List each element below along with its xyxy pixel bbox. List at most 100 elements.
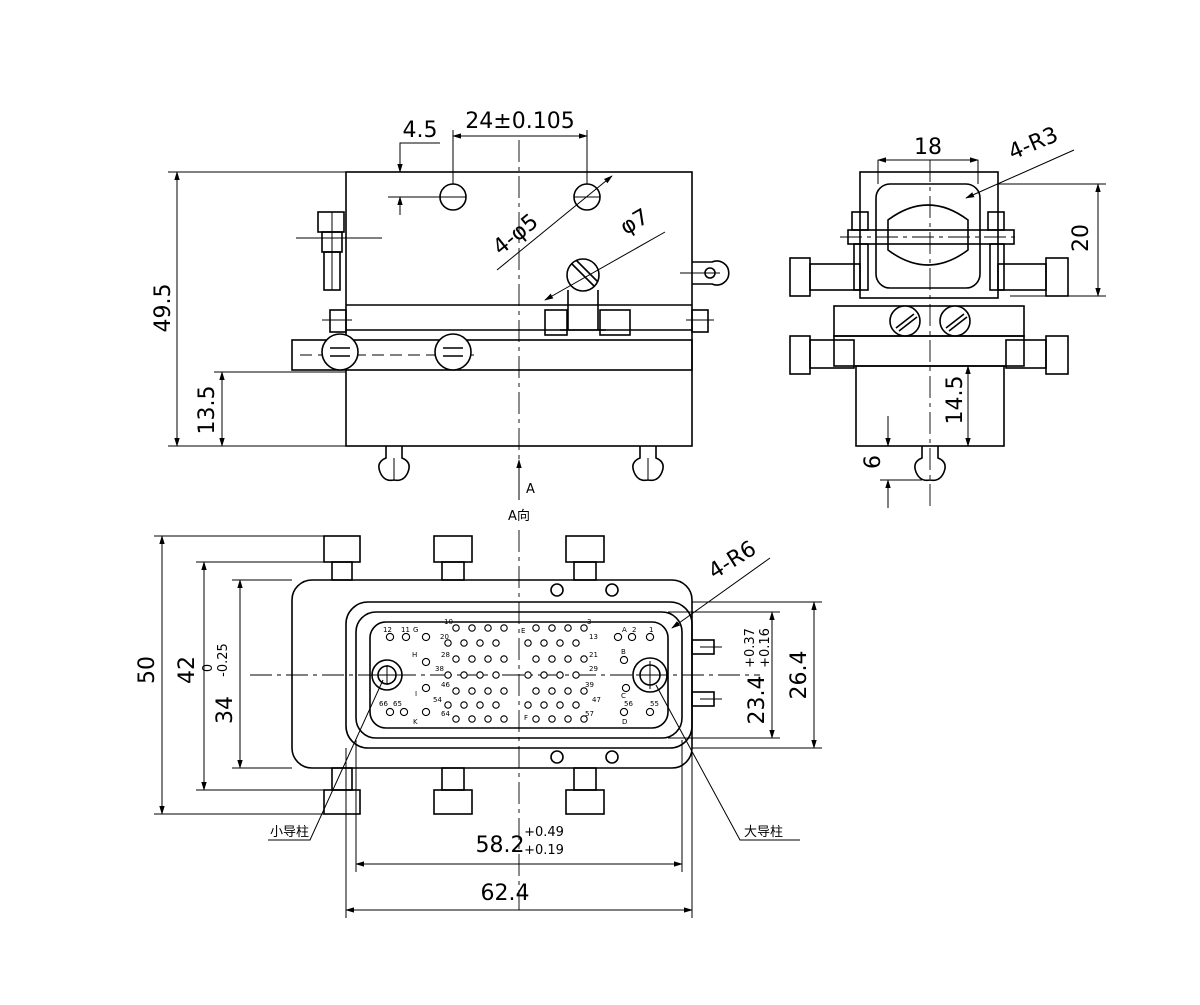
contact-label: 28 [441, 651, 450, 659]
dim-14-5: 14.5 [943, 376, 968, 425]
contact-pin [476, 671, 484, 679]
dim-13-5: 13.5 [195, 386, 220, 435]
contact-pin [548, 687, 556, 695]
contact-pin [524, 671, 532, 679]
contact-pin [421, 657, 431, 667]
contact-pin [564, 715, 572, 723]
contact-pin [476, 639, 484, 647]
contact-label: 3 [587, 618, 591, 626]
contact-label: 2 [632, 626, 636, 634]
contact-label: 57 [585, 710, 594, 718]
contact-pin [460, 639, 468, 647]
contact-pin [619, 707, 629, 717]
contact-pin [460, 671, 468, 679]
dim-20: 20 [1069, 224, 1094, 252]
contact-pin [556, 671, 564, 679]
contact-label: 21 [589, 651, 598, 659]
contact-labels: 12 11 G 10 20 28 H 38 46 I 54 64 66 65 K… [379, 618, 659, 726]
contact-pin [619, 655, 629, 665]
top-posts [323, 535, 605, 581]
contact-pin [621, 683, 631, 693]
contact-pin [500, 687, 508, 695]
contact-pin [532, 715, 540, 723]
bottom-guide-pin-right [632, 446, 664, 482]
contact-label: 65 [393, 700, 402, 708]
contact-pin [452, 624, 460, 632]
contact-pin [572, 671, 580, 679]
contact-pin [484, 655, 492, 663]
view-a-label: A向 [508, 508, 530, 524]
contact-pin [421, 707, 431, 717]
contact-pin [524, 701, 532, 709]
contact-label: 55 [650, 700, 659, 708]
contact-label: 64 [441, 710, 450, 718]
contact-label: 56 [624, 700, 633, 708]
dim-23-4-tol-upper: +0.37 [743, 628, 758, 668]
contact-pin [452, 655, 460, 663]
dim-50: 50 [135, 656, 160, 684]
contact-pin [444, 701, 452, 709]
contact-label: F [524, 714, 528, 722]
dim-42: 42 [175, 656, 200, 684]
dim-62-4: 62.4 [481, 881, 530, 906]
rail-screw-mid [434, 333, 472, 371]
contact-pin [580, 655, 588, 663]
dim-4-5: 4.5 [403, 118, 438, 143]
contact-label: 46 [441, 681, 450, 689]
contact-pin [645, 632, 655, 642]
dim-34: 34 [213, 696, 238, 724]
contact-pin [492, 639, 500, 647]
bottom-view: A向 [135, 508, 822, 918]
contact-pin [580, 624, 588, 632]
left-clamp-screw [296, 211, 382, 291]
contact-label: C [621, 692, 626, 700]
contact-label: 54 [433, 696, 442, 704]
side-guide-pin [914, 446, 946, 482]
contact-pin [532, 624, 540, 632]
contact-pin [524, 639, 532, 647]
contact-pin [484, 687, 492, 695]
dim-6: 6 [861, 455, 886, 469]
contact-pin [572, 701, 580, 709]
contact-pin [444, 639, 452, 647]
contact-pin [385, 707, 395, 717]
contact-label: B [621, 648, 626, 656]
dim-34-tol-lower: -0.25 [216, 643, 231, 677]
dim-58-2-tol-lower: +0.19 [524, 843, 564, 858]
contact-pin [421, 683, 431, 693]
contact-label: 20 [440, 633, 449, 641]
contact-pin [421, 632, 431, 642]
contact-pin [548, 715, 556, 723]
rail-screw-left [321, 333, 359, 371]
contact-label: I [415, 690, 417, 698]
contact-label: 13 [589, 633, 598, 641]
contact-pin [452, 687, 460, 695]
contact-pin [645, 707, 655, 717]
contact-pin [580, 715, 588, 723]
dim-18: 18 [914, 135, 942, 160]
contact-pin [385, 632, 395, 642]
contact-pin [492, 701, 500, 709]
view-a-arrow-label: A [526, 482, 535, 497]
large-guide-post [632, 657, 668, 693]
contact-label: H [412, 651, 417, 659]
contact-pin [500, 655, 508, 663]
contact-pin [468, 687, 476, 695]
dim-4-r6: 4-R6 [704, 536, 761, 584]
contact-label: D [622, 718, 627, 726]
contact-pin [556, 701, 564, 709]
dim-58-2-tol-upper: +0.49 [524, 825, 564, 840]
contact-label: E [521, 627, 525, 635]
contact-pin [500, 624, 508, 632]
contact-label: G [413, 626, 418, 634]
contact-pin [556, 639, 564, 647]
small-guide-post-callout: 小导柱 [270, 825, 309, 840]
contact-label: 66 [379, 700, 388, 708]
contact-label: 1 [649, 626, 653, 634]
contact-label: 29 [589, 665, 598, 673]
dim-4-phi5: 4-φ5 [488, 209, 543, 260]
front-view: 49.5 13.5 24±0.105 4.5 4-φ5 φ7 A [151, 109, 730, 500]
contact-pin-field [385, 624, 655, 723]
right-ground-tab [680, 260, 730, 286]
